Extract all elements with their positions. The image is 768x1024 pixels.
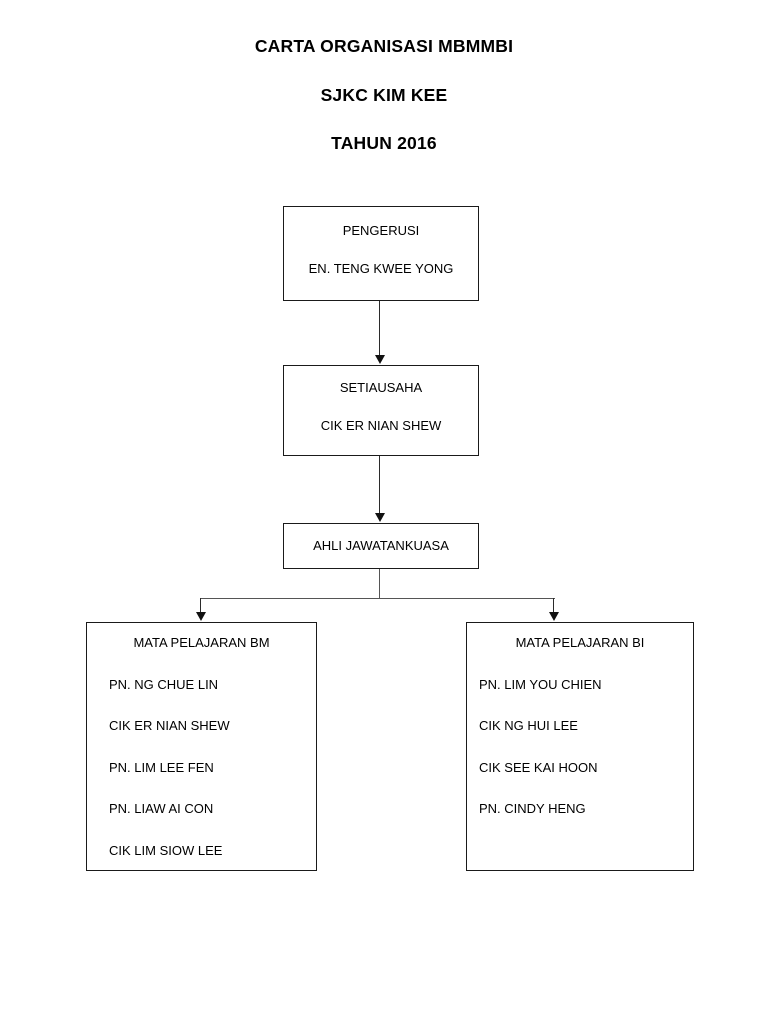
connector-ajk-to-bi xyxy=(553,598,555,615)
list-item: CIK SEE KAI HOON xyxy=(479,759,598,775)
list-item: PN. NG CHUE LIN xyxy=(109,676,219,692)
node-mata-pelajaran-bi-role: MATA PELAJARAN BI xyxy=(515,635,645,650)
connector-ajk-stem xyxy=(379,569,381,599)
node-ahli-jawatankuasa-role: AHLI JAWATANKUASA xyxy=(313,538,449,553)
node-mata-pelajaran-bm: MATA PELAJARAN BM PN. NG CHUE LIN CIK ER… xyxy=(86,622,317,871)
arrow-head-icon-bi xyxy=(548,612,559,621)
member-list-bm: PN. NG CHUE LIN CIK ER NIAN SHEW PN. LIM… xyxy=(87,677,316,859)
list-item: PN. CINDY HENG xyxy=(479,801,586,817)
list-item: CIK LIM SIOW LEE xyxy=(109,842,223,858)
node-setiausaha-name: CIK ER NIAN SHEW xyxy=(320,417,442,433)
arrow-head-icon-setiausaha xyxy=(374,355,385,364)
node-pengerusi: PENGERUSI EN. TENG KWEE YONG xyxy=(283,206,479,301)
list-item: PN. LIAW AI CON xyxy=(109,801,214,817)
node-ahli-jawatankuasa: AHLI JAWATANKUASA xyxy=(283,523,479,569)
member-list-bi: PN. LIM YOU CHIEN CIK NG HUI LEE CIK SEE… xyxy=(467,677,693,817)
title-line-2: SJKC KIM KEE xyxy=(320,84,448,105)
connector-ajk-to-bm xyxy=(200,598,202,615)
connector-setiausaha-ajk xyxy=(379,456,381,514)
node-pengerusi-role: PENGERUSI xyxy=(342,223,420,238)
node-mata-pelajaran-bm-role: MATA PELAJARAN BM xyxy=(133,635,270,650)
connector-ajk-split-bar xyxy=(201,598,555,600)
node-setiausaha-role: SETIAUSAHA xyxy=(339,380,423,395)
list-item: CIK ER NIAN SHEW xyxy=(109,718,230,734)
title-line-1: CARTA ORGANISASI MBMMBI xyxy=(254,36,514,56)
title-line-3: TAHUN 2016 xyxy=(331,133,437,153)
arrow-head-icon-bm xyxy=(195,612,206,621)
arrow-head-icon-ajk xyxy=(374,513,385,522)
list-item: PN. LIM LEE FEN xyxy=(109,759,214,775)
page-title: CARTA ORGANISASI MBMMBI SJKC KIM KEE TAH… xyxy=(0,36,768,153)
connector-pengerusi-setiausaha xyxy=(379,301,381,356)
node-mata-pelajaran-bi: MATA PELAJARAN BI PN. LIM YOU CHIEN CIK … xyxy=(466,622,694,871)
node-pengerusi-name: EN. TENG KWEE YONG xyxy=(308,260,454,276)
list-item: PN. LIM YOU CHIEN xyxy=(479,676,602,692)
node-setiausaha: SETIAUSAHA CIK ER NIAN SHEW xyxy=(283,365,479,456)
list-item: CIK NG HUI LEE xyxy=(479,718,578,734)
